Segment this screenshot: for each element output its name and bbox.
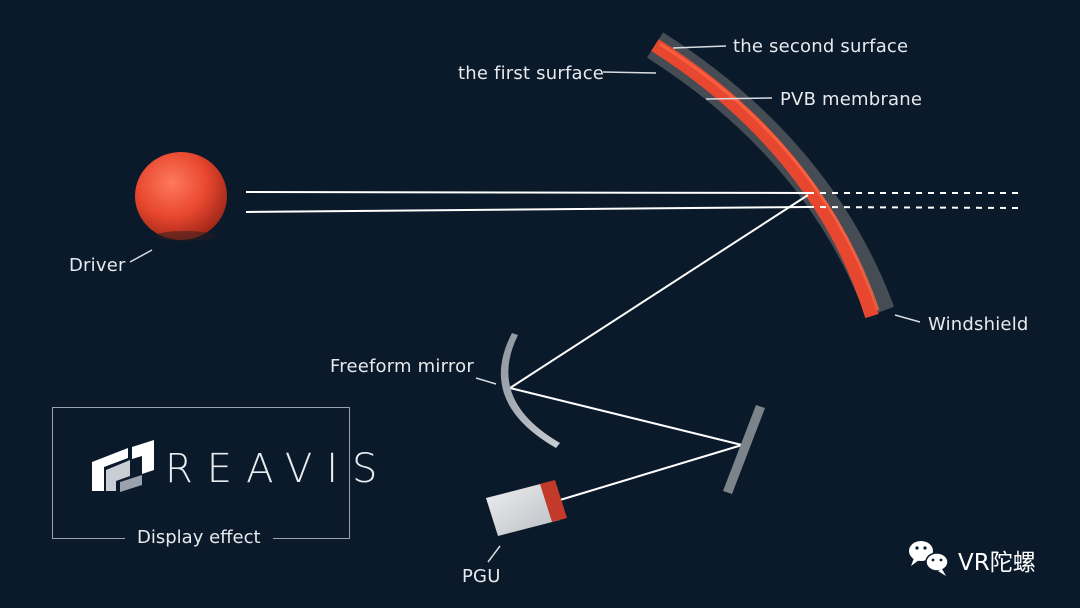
ray-mirror-to-windshield — [509, 194, 809, 389]
reavis-logo-mark — [92, 440, 154, 492]
brand-caption: Display effect — [125, 527, 273, 548]
pgu-emitter — [540, 480, 567, 522]
leader-driver — [129, 249, 153, 263]
driver-head-shadow — [155, 231, 215, 241]
ray-pgu-to-fold — [559, 444, 743, 501]
watermark-text: VR陀螺 — [958, 550, 1036, 576]
leader-windshield — [894, 314, 921, 323]
leader-pgu — [487, 545, 501, 563]
pvb-membrane — [651, 39, 879, 319]
ray-mirror-to-fold — [509, 387, 743, 446]
fold-mirror — [723, 405, 765, 494]
sight-line-upper — [245, 191, 809, 194]
label-first-surface: the first surface — [458, 63, 605, 84]
leader-freeform — [475, 377, 497, 385]
pgu-body — [486, 482, 560, 536]
driver-head — [135, 152, 227, 240]
leader-pvb — [705, 97, 773, 100]
leader-second-surface — [672, 45, 727, 49]
label-freeform-mirror: Freeform mirror — [330, 356, 474, 377]
leader-first-surface — [602, 71, 657, 74]
pvb-highlight — [659, 42, 880, 311]
label-driver: Driver — [69, 255, 126, 276]
label-pgu: PGU — [462, 566, 501, 587]
freeform-mirror — [500, 333, 560, 448]
wechat-icon — [909, 541, 949, 576]
brand-logo-text: REAVIS — [165, 446, 392, 492]
label-second-surface: the second surface — [733, 36, 909, 57]
label-pvb-membrane: PVB membrane — [780, 89, 923, 110]
sight-line-lower — [245, 206, 809, 213]
label-windshield: Windshield — [928, 314, 1029, 335]
